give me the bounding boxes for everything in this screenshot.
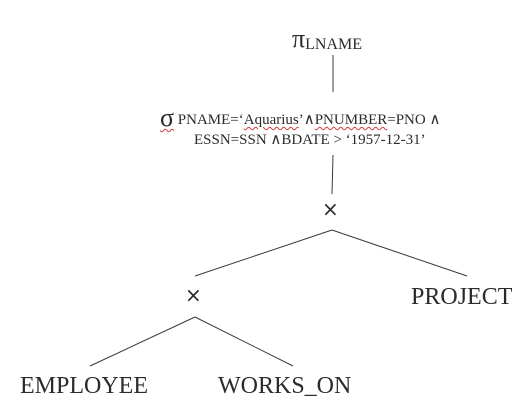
- selection-condition-line-2: ESSN=SSN ∧BDATE > ‘1957-12-31’: [194, 132, 426, 148]
- selection-condition-line-1: σ PNAME=‘Aquarius’∧PNUMBER=PNO ∧: [160, 103, 510, 132]
- condition-part-spellcheck: Aquarius: [243, 112, 299, 128]
- edge-product-to-project: [331, 229, 468, 277]
- condition-part: =PNO ∧: [387, 112, 441, 128]
- cartesian-product-node-top: ×: [322, 197, 339, 221]
- condition-part: PNAME=‘: [174, 112, 244, 128]
- condition-part-spellcheck: PNUMBER: [314, 112, 388, 128]
- edge-inner-product-to-works-on: [194, 316, 294, 367]
- projection-node: πLNAME: [292, 24, 363, 53]
- relation-project: PROJECT: [411, 284, 513, 310]
- selection-node: σ PNAME=‘Aquarius’∧PNUMBER=PNO ∧ ESSN=SS…: [160, 103, 510, 148]
- projection-attributes: LNAME: [305, 36, 363, 53]
- relation-works-on: WORKS_ON: [218, 373, 352, 399]
- edge-product-to-inner-product: [194, 229, 333, 277]
- cartesian-product-node-inner: ×: [185, 283, 202, 307]
- relation-employee: EMPLOYEE: [20, 373, 148, 399]
- edge-selection-to-product: [331, 154, 334, 195]
- selection-symbol: σ: [160, 103, 175, 132]
- condition-part: ’∧: [298, 112, 315, 128]
- edge-inner-product-to-employee: [89, 316, 196, 367]
- projection-symbol: π: [292, 24, 306, 53]
